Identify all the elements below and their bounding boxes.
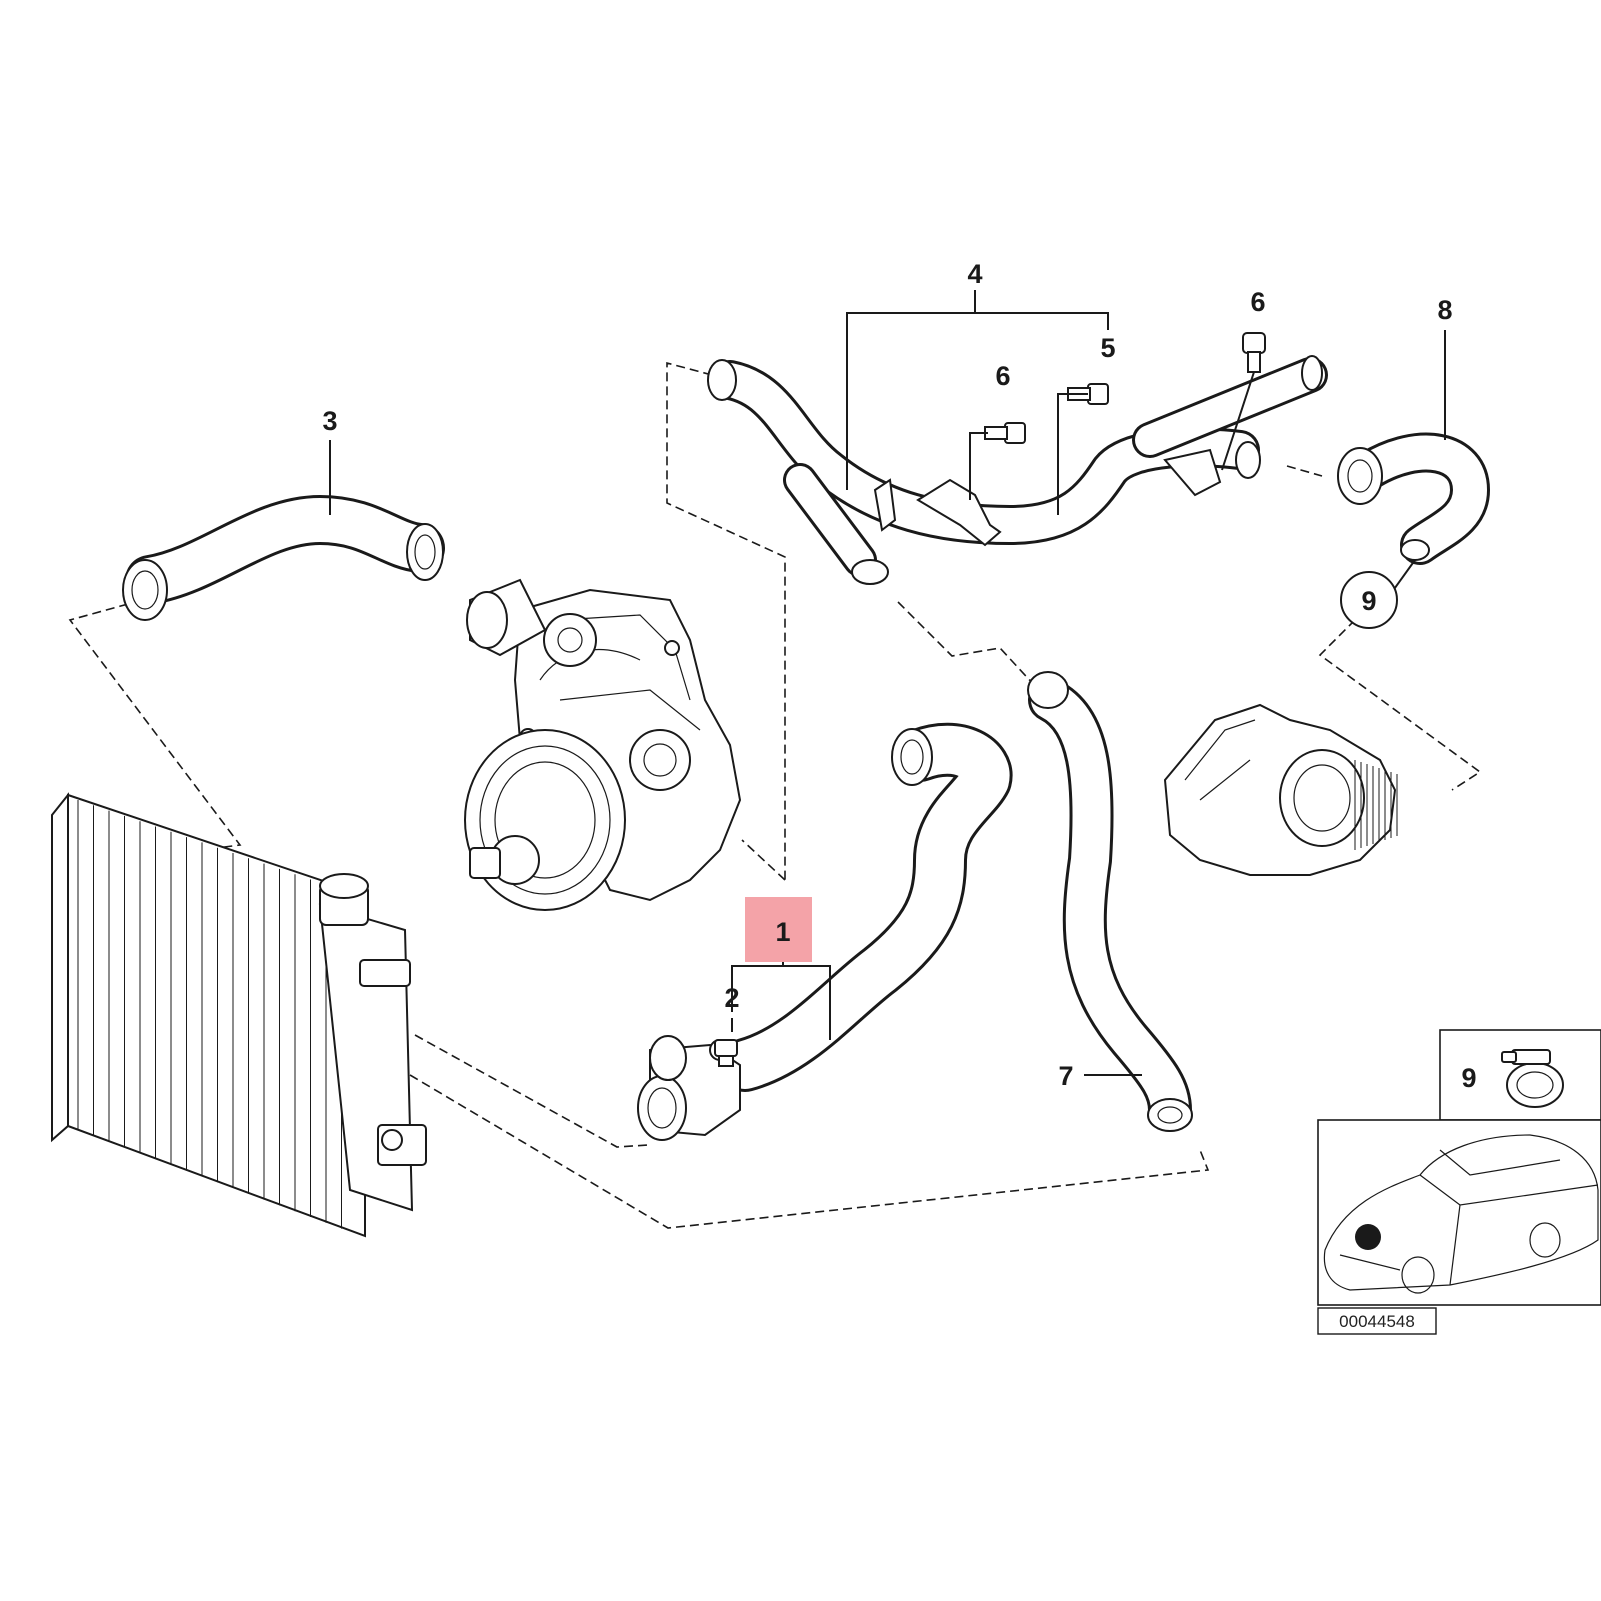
part-1-highlight [745, 897, 812, 962]
hose-7 [1027, 671, 1193, 1132]
callout-4[interactable]: 4 [967, 259, 982, 289]
callouts: 1 2 3 4 5 6 6 7 8 9 [322, 259, 1452, 1091]
hose-8 [1337, 432, 1490, 565]
water-pump-icon [464, 578, 742, 911]
bolt-6a-icon [984, 422, 1026, 444]
reference-code-box [1317, 1307, 1437, 1335]
bolt-2-icon [714, 1039, 738, 1067]
hose-clamp-icon [1501, 1049, 1564, 1108]
radiator-icon [51, 792, 427, 1238]
inset-panel: 9 00044548 [1317, 1029, 1601, 1335]
callout-6a[interactable]: 6 [995, 361, 1010, 391]
hose-3 [122, 495, 445, 621]
callout-3[interactable]: 3 [322, 406, 337, 436]
callout-6b[interactable]: 6 [1250, 287, 1265, 317]
callout-5[interactable]: 5 [1100, 333, 1115, 363]
callout-2[interactable]: 2 [724, 983, 739, 1013]
hose-4 [707, 355, 1328, 585]
bolt-6b-icon [1242, 332, 1266, 373]
location-dot-icon [1355, 1224, 1381, 1250]
inset-callout-9[interactable]: 9 [1461, 1063, 1476, 1093]
callout-1[interactable]: 1 [775, 917, 790, 947]
callout-9[interactable]: 9 [1361, 586, 1376, 616]
thermostat-housing-icon [1163, 703, 1398, 876]
callout-9-circle [1340, 571, 1398, 629]
callout-7[interactable]: 7 [1058, 1061, 1073, 1091]
car-location-icon [1323, 1134, 1599, 1294]
callout-8[interactable]: 8 [1437, 295, 1452, 325]
leader-lines [329, 290, 1446, 1076]
reference-code: 00044548 [1339, 1312, 1415, 1331]
